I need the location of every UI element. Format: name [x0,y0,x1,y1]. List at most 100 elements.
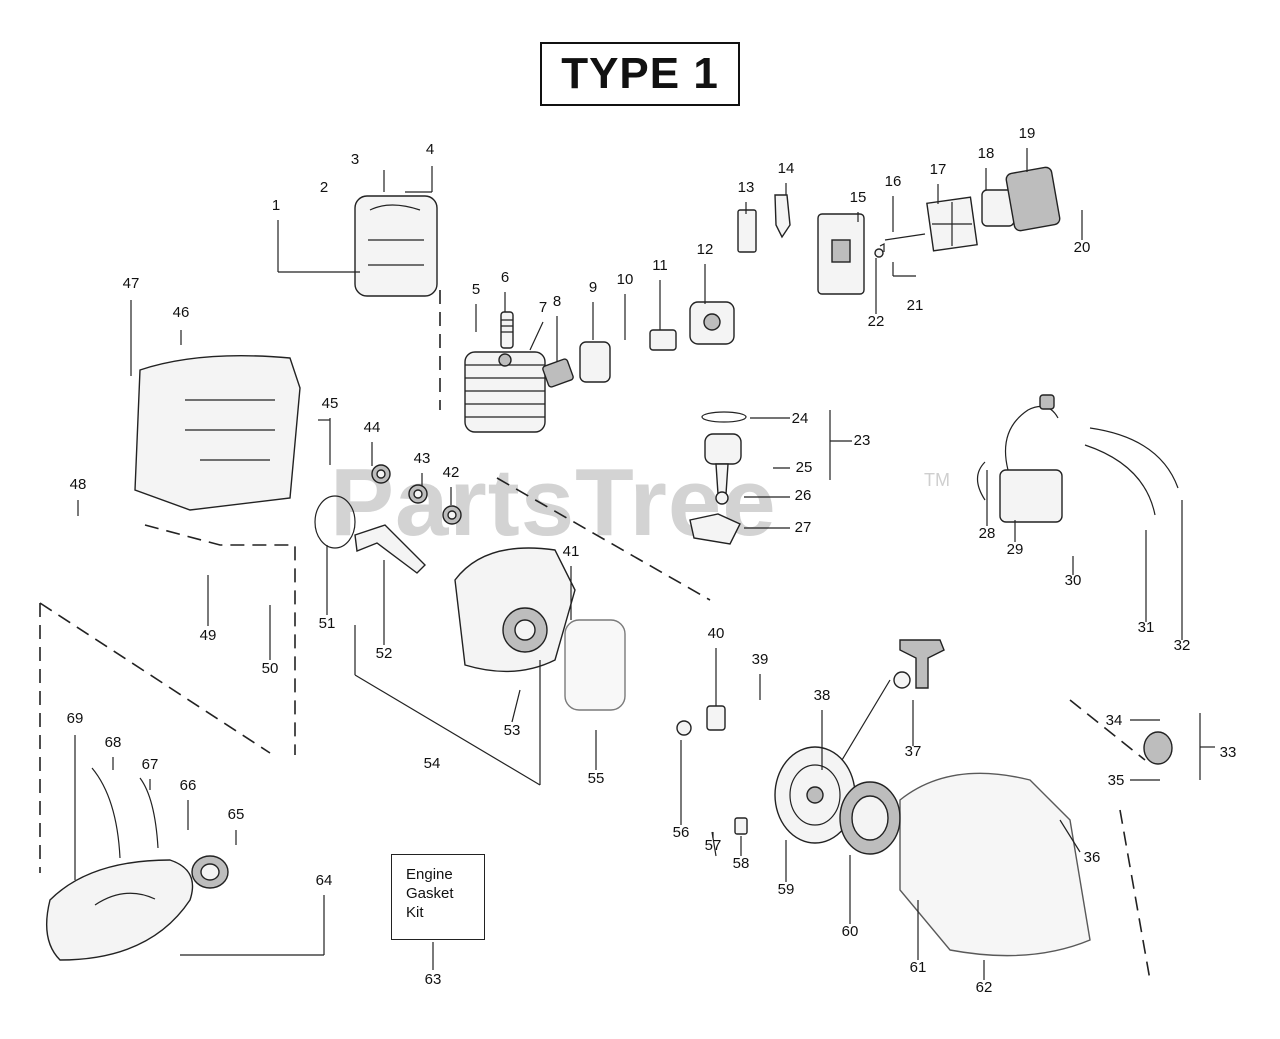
diagram-title: TYPE 1 [540,42,740,106]
engine-shroud [134,355,301,511]
part-label-67: 67 [142,756,159,773]
leader-line [511,689,521,723]
part-label-54: 54 [424,755,441,772]
part-label-41: 41 [563,543,580,560]
part-label-45: 45 [322,395,339,412]
part-label-52: 52 [376,645,393,662]
part-label-16: 16 [885,173,902,190]
part-label-40: 40 [708,625,725,642]
part-label-6: 6 [501,269,509,286]
leader-line [354,674,541,786]
part-label-15: 15 [850,189,867,206]
recoil-spring [839,781,901,855]
washer-56 [676,720,692,736]
crankcase [454,547,576,673]
choke-lever [774,194,791,239]
part-label-51: 51 [319,615,336,632]
part-label-53: 53 [504,722,521,739]
part-label-30: 30 [1065,572,1082,589]
part-label-7: 7 [539,299,547,316]
part-label-43: 43 [414,450,431,467]
part-label-17: 17 [930,161,947,178]
ground-wire [1084,444,1156,516]
part-label-4: 4 [426,141,434,158]
washer-22 [874,248,884,258]
part-label-68: 68 [105,734,122,751]
part-label-12: 12 [697,241,714,258]
filter-cover [1005,166,1061,232]
part-label-48: 48 [70,476,87,493]
part-label-2: 2 [320,179,328,196]
part-label-64: 64 [316,872,333,889]
leader-line [529,321,544,351]
part-label-49: 49 [200,627,217,644]
kit-line-3: Kit [406,904,424,921]
part-label-61: 61 [910,959,927,976]
part-label-29: 29 [1007,541,1024,558]
part-label-23: 23 [854,432,871,449]
air-filter-base [817,213,865,295]
part-label-50: 50 [262,660,279,677]
part-label-60: 60 [842,923,859,940]
air-filter-cover [354,195,438,297]
part-label-10: 10 [617,271,634,288]
part-label-44: 44 [364,419,381,436]
bearings [371,464,462,525]
part-label-58: 58 [733,855,750,872]
part-label-47: 47 [123,275,140,292]
exhaust-gasket [542,358,574,388]
starter-housing [899,772,1091,957]
part-label-31: 31 [1138,619,1155,636]
part-label-18: 18 [978,145,995,162]
fuel-line-68 [91,767,121,859]
pulley-33 [1143,731,1173,765]
part-label-69: 69 [67,710,84,727]
spacer-plate [737,209,757,253]
part-label-36: 36 [1084,849,1101,866]
ignition-module [976,394,1063,523]
fuel-line-67 [139,777,159,849]
spark-plug [500,311,514,349]
part-label-24: 24 [792,410,809,427]
part-label-38: 38 [814,687,831,704]
part-label-39: 39 [752,651,769,668]
part-label-56: 56 [673,824,690,841]
part-label-1: 1 [272,197,280,214]
muffler [579,341,611,383]
part-label-13: 13 [738,179,755,196]
pawl-58 [734,817,748,835]
group-line [39,602,271,873]
part-label-26: 26 [795,487,812,504]
part-label-35: 35 [1108,772,1125,789]
part-label-32: 32 [1174,637,1191,654]
part-label-21: 21 [907,297,924,314]
part-label-8: 8 [553,293,561,310]
part-label-37: 37 [905,743,922,760]
part-label-20: 20 [1074,239,1091,256]
starter-handle [893,639,945,689]
leader-line [1059,819,1081,853]
part-label-22: 22 [868,313,885,330]
starter-pulley [774,746,856,844]
group-line [439,290,711,601]
carburetor-gasket [649,329,677,351]
flywheel-cover [564,619,626,711]
part-label-66: 66 [180,777,197,794]
piston-assembly [689,411,747,545]
carburetor [689,301,735,345]
group-line [1069,699,1151,981]
filter-plate [926,196,978,252]
engine-gasket-kit-box: Engine Gasket Kit [391,854,485,940]
part-label-19: 19 [1019,125,1036,142]
part-label-57: 57 [705,837,722,854]
o-ring [314,495,356,549]
part-label-33: 33 [1220,744,1237,761]
fuel-tank [45,859,194,961]
crankshaft [354,524,426,574]
stop-wire [1089,427,1179,489]
watermark-trademark: TM [924,470,950,490]
leader-lines [74,148,1215,980]
